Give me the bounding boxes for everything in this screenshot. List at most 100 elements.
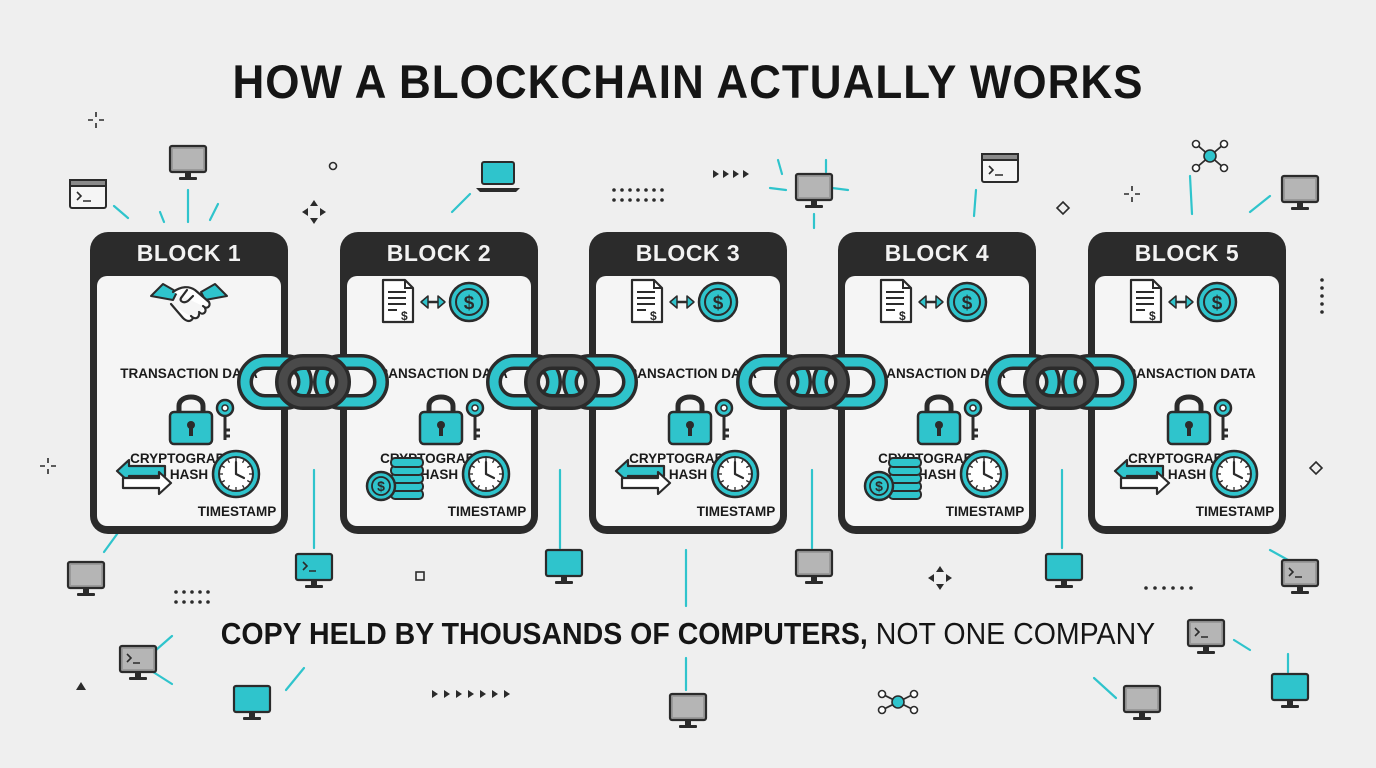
svg-text:$: $ [875, 478, 883, 494]
block-header: BLOCK 3 [635, 240, 741, 266]
computer-monitor-icon [794, 172, 834, 208]
transaction-data-label: TRANSACTION DATA [370, 366, 508, 381]
network-connector [158, 210, 166, 224]
footer-caption: COPY HELD BY THOUSANDS OF COMPUTERS, NOT… [55, 616, 1321, 652]
block-header: BLOCK 1 [136, 240, 242, 266]
document-dollar-icon: $$ [1129, 278, 1238, 324]
move-arrows-icon [928, 566, 952, 590]
network-connector [1092, 676, 1118, 700]
block-header: BLOCK 4 [884, 240, 990, 266]
timestamp-label: TIMESTAMP [696, 504, 776, 519]
exchange-arrows-icon [115, 458, 173, 496]
clock-icon [211, 449, 261, 499]
dot-pattern [612, 188, 664, 202]
computer-monitor-icon [1044, 552, 1084, 588]
transaction-data-label: TRANSACTION DATA [1118, 366, 1256, 381]
computer-monitor-icon [168, 144, 208, 180]
computer-monitor-icon [1122, 684, 1162, 720]
network-connector [450, 192, 472, 214]
document-dollar-icon: $$ [879, 278, 988, 324]
network-connector [112, 204, 130, 220]
network-connector [284, 666, 306, 692]
lock-key-icon [916, 394, 983, 446]
chain-link-icon [736, 354, 888, 410]
footer-light-text: NOT ONE COMPANY [867, 616, 1156, 651]
computer-monitor-icon [1280, 174, 1320, 210]
dot-pattern [1320, 278, 1324, 314]
hash-label-line2: HASH [917, 467, 957, 482]
clock-icon [959, 449, 1009, 499]
square-marker [415, 571, 425, 581]
diamond-icon [1308, 460, 1324, 476]
footer-bold-text: COPY HELD BY THOUSANDS OF COMPUTERS, [220, 616, 868, 651]
computer-monitor-icon [794, 548, 834, 584]
hash-label-line2: HASH [419, 467, 459, 482]
exchange-arrows-icon [1113, 458, 1171, 496]
exchange-arrows-icon [614, 458, 672, 496]
network-connector [1232, 638, 1252, 652]
arrow-pattern [432, 690, 510, 698]
network-connector [830, 186, 850, 192]
block-header: BLOCK 2 [386, 240, 492, 266]
dot-pattern [1144, 586, 1193, 590]
circle-marker [328, 161, 338, 171]
lock-key-icon [1166, 394, 1233, 446]
network-node-icon [1191, 139, 1229, 173]
laptop-icon [476, 161, 520, 192]
transaction-data-label: TRANSACTION DATA [868, 366, 1006, 381]
handshake-icon [150, 283, 228, 323]
timestamp-label: TIMESTAMP [197, 504, 277, 519]
crosshair-icon [40, 458, 56, 474]
hash-label-line2: HASH [668, 467, 708, 482]
triangle-marker [76, 682, 86, 690]
clock-icon [710, 449, 760, 499]
chain-link-icon [486, 354, 638, 410]
page-title: HOW A BLOCKCHAIN ACTUALLY WORKS [232, 56, 1144, 109]
chain-link-icon [237, 354, 389, 410]
dot-pattern [174, 590, 210, 604]
clock-icon [461, 449, 511, 499]
chain-link-icon [985, 354, 1137, 410]
diamond-icon [1055, 200, 1071, 216]
computer-monitor-icon [118, 644, 158, 680]
transaction-data-label: TRANSACTION DATA [120, 366, 258, 381]
coin-stack-icon: $ [365, 457, 424, 502]
svg-text:$: $ [899, 309, 906, 323]
terminal-window-icon [981, 153, 1019, 183]
network-connector [776, 158, 784, 176]
computer-monitor-icon [1186, 618, 1226, 654]
crosshair-icon [1124, 186, 1140, 202]
computer-monitor-icon [1270, 672, 1310, 708]
svg-text:$: $ [713, 293, 724, 314]
arrow-pattern [713, 170, 749, 178]
timestamp-label: TIMESTAMP [447, 504, 527, 519]
timestamp-label: TIMESTAMP [1195, 504, 1275, 519]
svg-text:$: $ [401, 309, 408, 323]
timestamp-label: TIMESTAMP [945, 504, 1025, 519]
hash-label-line2: HASH [169, 467, 209, 482]
svg-text:$: $ [1149, 309, 1156, 323]
transaction-data-label: TRANSACTION DATA [619, 366, 757, 381]
document-dollar-icon: $$ [630, 278, 739, 324]
network-connector [1268, 548, 1290, 562]
hash-label-line2: HASH [1167, 467, 1207, 482]
network-node-icon [877, 689, 919, 715]
move-arrows-icon [302, 200, 326, 224]
network-connector [1188, 174, 1194, 216]
computer-monitor-icon [1280, 558, 1320, 594]
computer-monitor-icon [294, 552, 334, 588]
svg-text:$: $ [962, 293, 973, 314]
network-connector [972, 188, 978, 218]
coin-stack-icon: $ [863, 457, 922, 502]
network-connector [768, 186, 788, 192]
computer-monitor-icon [668, 692, 708, 728]
svg-text:$: $ [1212, 293, 1223, 314]
lock-key-icon [667, 394, 734, 446]
lock-key-icon [418, 394, 485, 446]
svg-text:$: $ [464, 293, 475, 314]
lock-key-icon [168, 394, 235, 446]
